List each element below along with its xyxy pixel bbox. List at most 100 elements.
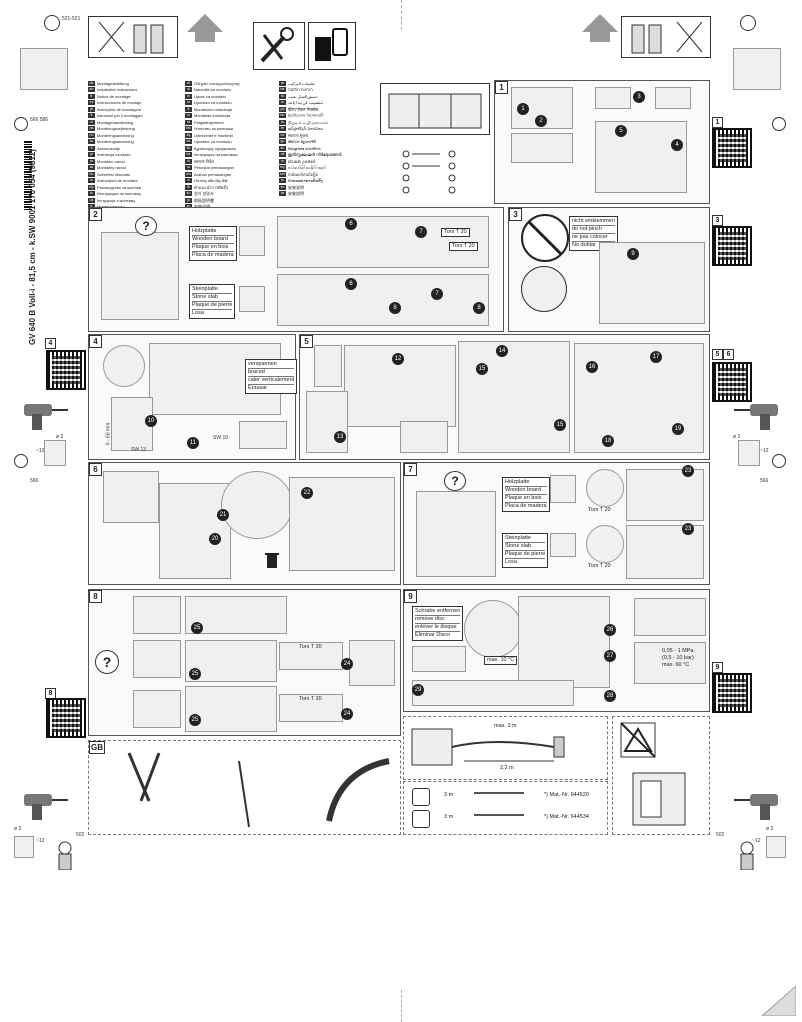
language-title: Asennusohje	[97, 145, 121, 151]
step-8-option-b	[133, 640, 181, 678]
language-title: Monteringsanvisning	[97, 139, 134, 145]
circled-6: 6	[345, 218, 357, 230]
worktop-sketch-left	[20, 48, 68, 90]
step-8-screw-c	[279, 694, 343, 722]
language-title: Упатство за монтажа	[194, 126, 233, 132]
step-number: 1	[495, 81, 508, 94]
language-title: Montaj kılavuzu	[97, 204, 125, 209]
step-8-option-a	[133, 596, 181, 634]
step-5-panel-sketch	[400, 421, 448, 453]
step-1-check-icon	[595, 87, 631, 109]
circled-11: 11	[187, 437, 199, 449]
torx-label-7b: Torx T 20	[588, 563, 611, 569]
language-title: Notice de montage	[97, 93, 131, 99]
language-row: trMontaj kılavuzu	[88, 204, 176, 211]
language-code: tw	[279, 191, 286, 197]
language-title: Інструкція з монтажу	[97, 197, 136, 203]
step-5-door-panel-sketch	[574, 343, 704, 453]
drill-hole-left	[44, 440, 66, 466]
step-number: 4	[89, 335, 102, 348]
language-code: sr	[185, 100, 192, 106]
language-code: gu	[279, 139, 286, 145]
circled-6b: 6	[345, 278, 357, 290]
zoom-circle	[521, 266, 567, 312]
register-mark-mid-left	[14, 117, 28, 131]
circled-27: 27	[604, 650, 616, 662]
language-code: bs	[185, 139, 192, 145]
cut-template-left	[88, 16, 178, 58]
language-code: lt	[185, 106, 192, 112]
circled-26: 26	[604, 624, 616, 636]
step-3-dishwasher-sketch	[599, 242, 705, 324]
step-6-panel: 6 20 21 22	[88, 462, 401, 585]
language-title: Instrucciones de montaje	[97, 100, 142, 106]
language-title: Montāžas instrukcija	[194, 113, 231, 119]
barcode	[24, 140, 32, 210]
gb-sketch	[127, 752, 390, 828]
circled-8b: 8	[473, 302, 485, 314]
language-code: da	[88, 126, 95, 132]
language-title: ఇన్‌స్టాలేషన్ సూచనలు	[288, 126, 323, 132]
language-code: no	[88, 132, 95, 138]
circled-23: 23	[682, 465, 694, 477]
language-title: Szerelési útmutató	[97, 171, 131, 177]
dim-left-566: 566	[30, 478, 39, 484]
language-title: 安裝說明	[288, 191, 304, 197]
language-title: Hướng dẫn lắp đặt	[194, 178, 228, 184]
step-number: 2	[89, 208, 102, 221]
register-mark	[44, 15, 60, 31]
language-title: Installation instructions	[97, 87, 138, 93]
circled-24b: 24	[341, 708, 353, 720]
qr-code-8	[46, 698, 86, 738]
cable-2	[474, 814, 524, 824]
tools-icon	[253, 22, 305, 70]
circled-15: 15	[476, 363, 488, 375]
circled-25b: 25	[189, 668, 201, 680]
language-code: th	[185, 184, 192, 190]
qr-code-1	[712, 128, 752, 168]
circled-7: 7	[415, 226, 427, 238]
language-title: 설치 설명서	[194, 191, 214, 197]
register-mark-r2	[772, 454, 786, 468]
language-title: הוראות התקנה	[288, 87, 313, 93]
torx-label-8a: Torx T 20	[299, 644, 322, 650]
step-7-cabinet-sketch	[416, 491, 496, 577]
step-9-connection-a	[634, 598, 706, 636]
question-bubble: ?	[135, 216, 157, 236]
step-4-zoom	[103, 345, 145, 387]
step-8-panel: 8 ? Torx T 20 Torx T 20 25 25 25 24 24	[88, 589, 401, 736]
language-code: et	[185, 119, 192, 125]
cut-template-right	[621, 16, 711, 58]
language-code: sq	[185, 132, 192, 138]
language-code: sl	[185, 87, 192, 93]
gb-panel: GB	[88, 740, 401, 835]
circled-4: 4	[671, 139, 683, 151]
step-number: 3	[509, 208, 522, 221]
socket-icon	[412, 788, 430, 806]
